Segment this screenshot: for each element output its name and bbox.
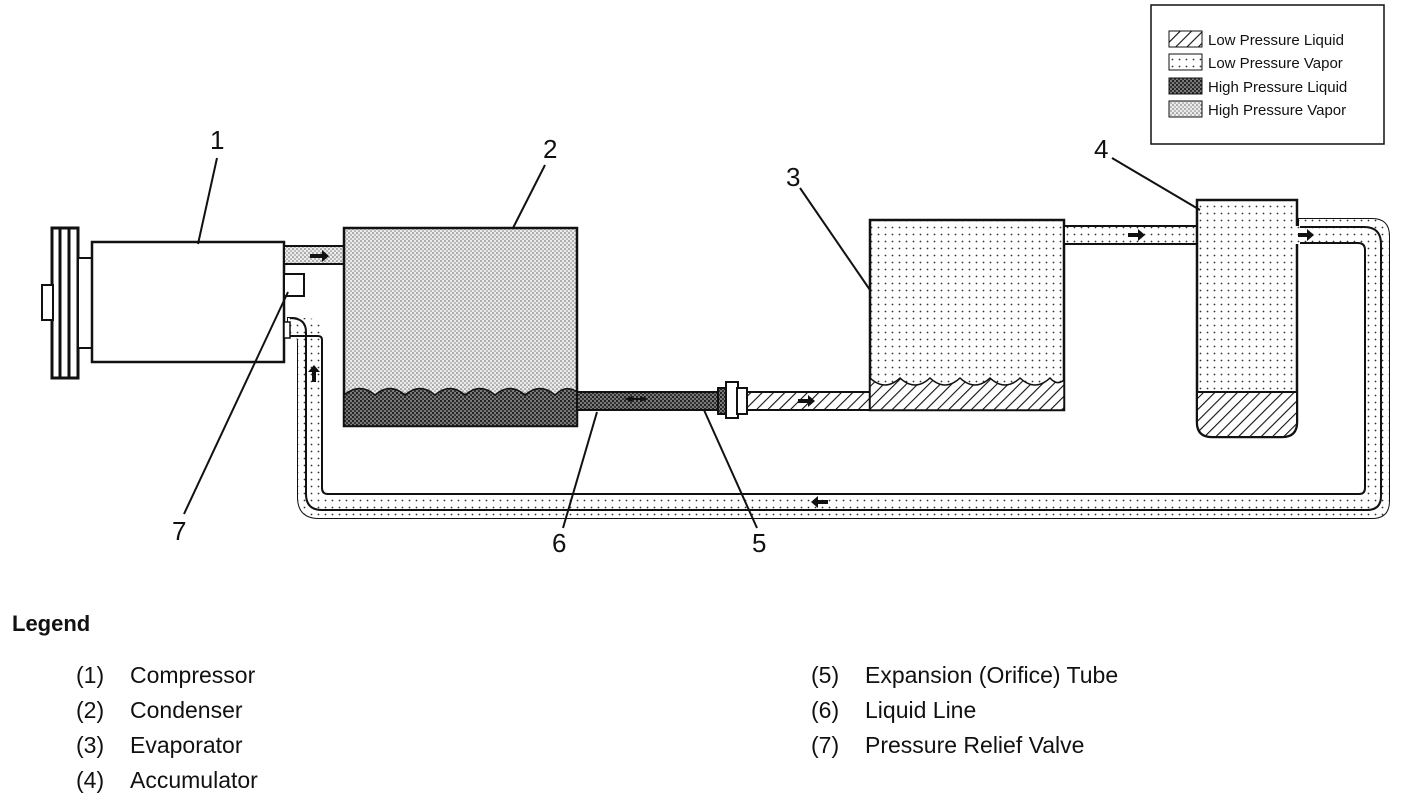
flow-arrow-icon: [1298, 229, 1314, 241]
legend-item-name: Compressor: [130, 662, 256, 688]
pattern-legend-label: High Pressure Vapor: [1208, 102, 1346, 119]
flow-arrows: [308, 229, 1314, 508]
evaporator-liquid: [869, 376, 1065, 411]
pulley-shaft: [41, 284, 54, 321]
flow-arrow-icon: [798, 395, 815, 407]
legend-item: (5) Expansion (Orifice) Tube: [811, 658, 1118, 693]
low-pressure-vapor-swatch: [1168, 53, 1203, 71]
refrigerant-cycle-diagram: Low Pressure Liquid Low Pressure Vapor H…: [41, 4, 1390, 558]
callout-1: 1: [210, 125, 224, 155]
flow-arrow-icon: [310, 250, 329, 262]
callout-5: 5: [752, 528, 766, 558]
callout-2: 2: [543, 134, 557, 164]
legend-item: (6) Liquid Line: [811, 693, 1118, 728]
callout-4: 4: [1094, 134, 1108, 164]
legend-item: (2) Condenser: [76, 693, 258, 728]
accumulator-outlet-stub: [1280, 226, 1300, 244]
pattern-legend: Low Pressure Liquid Low Pressure Vapor H…: [1150, 4, 1385, 145]
accumulator-liquid: [1196, 391, 1298, 438]
legend-item-name: Pressure Relief Valve: [865, 732, 1085, 758]
legend-item-name: Condenser: [130, 697, 243, 723]
legend-item-number: (4): [76, 767, 105, 793]
flow-arrow-icon: [811, 496, 828, 508]
pattern-legend-label: Low Pressure Vapor: [1208, 55, 1343, 72]
callout-6: 6: [552, 528, 566, 558]
legend-item-number: (6): [811, 697, 840, 723]
legend-item-number: (5): [811, 662, 840, 688]
leader-line-6: [562, 411, 598, 529]
legend-item: (3) Evaporator: [76, 728, 258, 763]
pulley-outer: [50, 226, 80, 380]
orifice-nut: [736, 387, 748, 415]
legend-heading: Legend: [12, 611, 91, 636]
condenser-liquid: [343, 387, 578, 427]
flow-arrow-icon: [1128, 229, 1145, 241]
legend-item-name: Expansion (Orifice) Tube: [865, 662, 1119, 688]
compressor-body: [90, 240, 286, 364]
legend-column-left: (1) Compressor (2) Condenser (3) Evaporator…: [76, 658, 258, 798]
liquid-line: [576, 391, 720, 411]
high-pressure-liquid-swatch: [1168, 77, 1203, 95]
legend-item: (7) Pressure Relief Valve: [811, 728, 1118, 763]
flow-arrow-icon: [624, 396, 648, 402]
pattern-legend-item-lpl: Low Pressure Liquid: [1168, 30, 1344, 49]
legend-item: (1) Compressor: [76, 658, 258, 693]
orifice-tube-fitting: [717, 381, 748, 419]
legend-item-number: (7): [811, 732, 840, 758]
legend-item-name: Evaporator: [130, 732, 243, 758]
legend-column-right: (5) Expansion (Orifice) Tube (6) Liquid Li…: [811, 658, 1118, 763]
callouts: 1 2 3 4 5 6 7: [172, 125, 1108, 558]
callout-7: 7: [172, 516, 186, 546]
legend-item-number: (3): [76, 732, 105, 758]
high-pressure-vapor-swatch: [1168, 100, 1203, 118]
pattern-legend-label: High Pressure Liquid: [1208, 79, 1347, 96]
legend-item-number: (1): [76, 662, 105, 688]
pattern-legend-item-hpv: High Pressure Vapor: [1168, 100, 1346, 119]
legend-item: (4) Accumulator: [76, 763, 258, 798]
pressure-relief-valve: [283, 273, 305, 297]
leader-line-5: [703, 409, 758, 529]
pattern-legend-label: Low Pressure Liquid: [1208, 32, 1344, 49]
leader-line-1: [197, 157, 218, 245]
callout-3: 3: [786, 162, 800, 192]
leader-line-4: [1111, 157, 1201, 211]
evaporator-vapor: [868, 218, 1066, 412]
leader-line-7: [183, 291, 289, 515]
low-pressure-liquid-swatch: [1168, 30, 1203, 48]
suction-port: [283, 321, 291, 339]
pattern-legend-frame: [1150, 4, 1385, 145]
compressor-clutch: [41, 226, 93, 380]
suction-line-outer: [289, 226, 1382, 511]
legend-item-number: (2): [76, 697, 105, 723]
leader-lines: [183, 157, 1201, 529]
pattern-legend-item-lpv: Low Pressure Vapor: [1168, 53, 1343, 72]
flow-arrow-icon: [308, 365, 320, 382]
legend-item-name: Liquid Line: [865, 697, 977, 723]
legend-item-name: Accumulator: [130, 767, 258, 793]
leader-line-2: [512, 164, 546, 229]
pattern-legend-item-hpl: High Pressure Liquid: [1168, 77, 1347, 96]
suction-line-inner: [290, 242, 1366, 495]
clutch-hub: [77, 257, 93, 349]
leader-line-3: [799, 187, 871, 291]
